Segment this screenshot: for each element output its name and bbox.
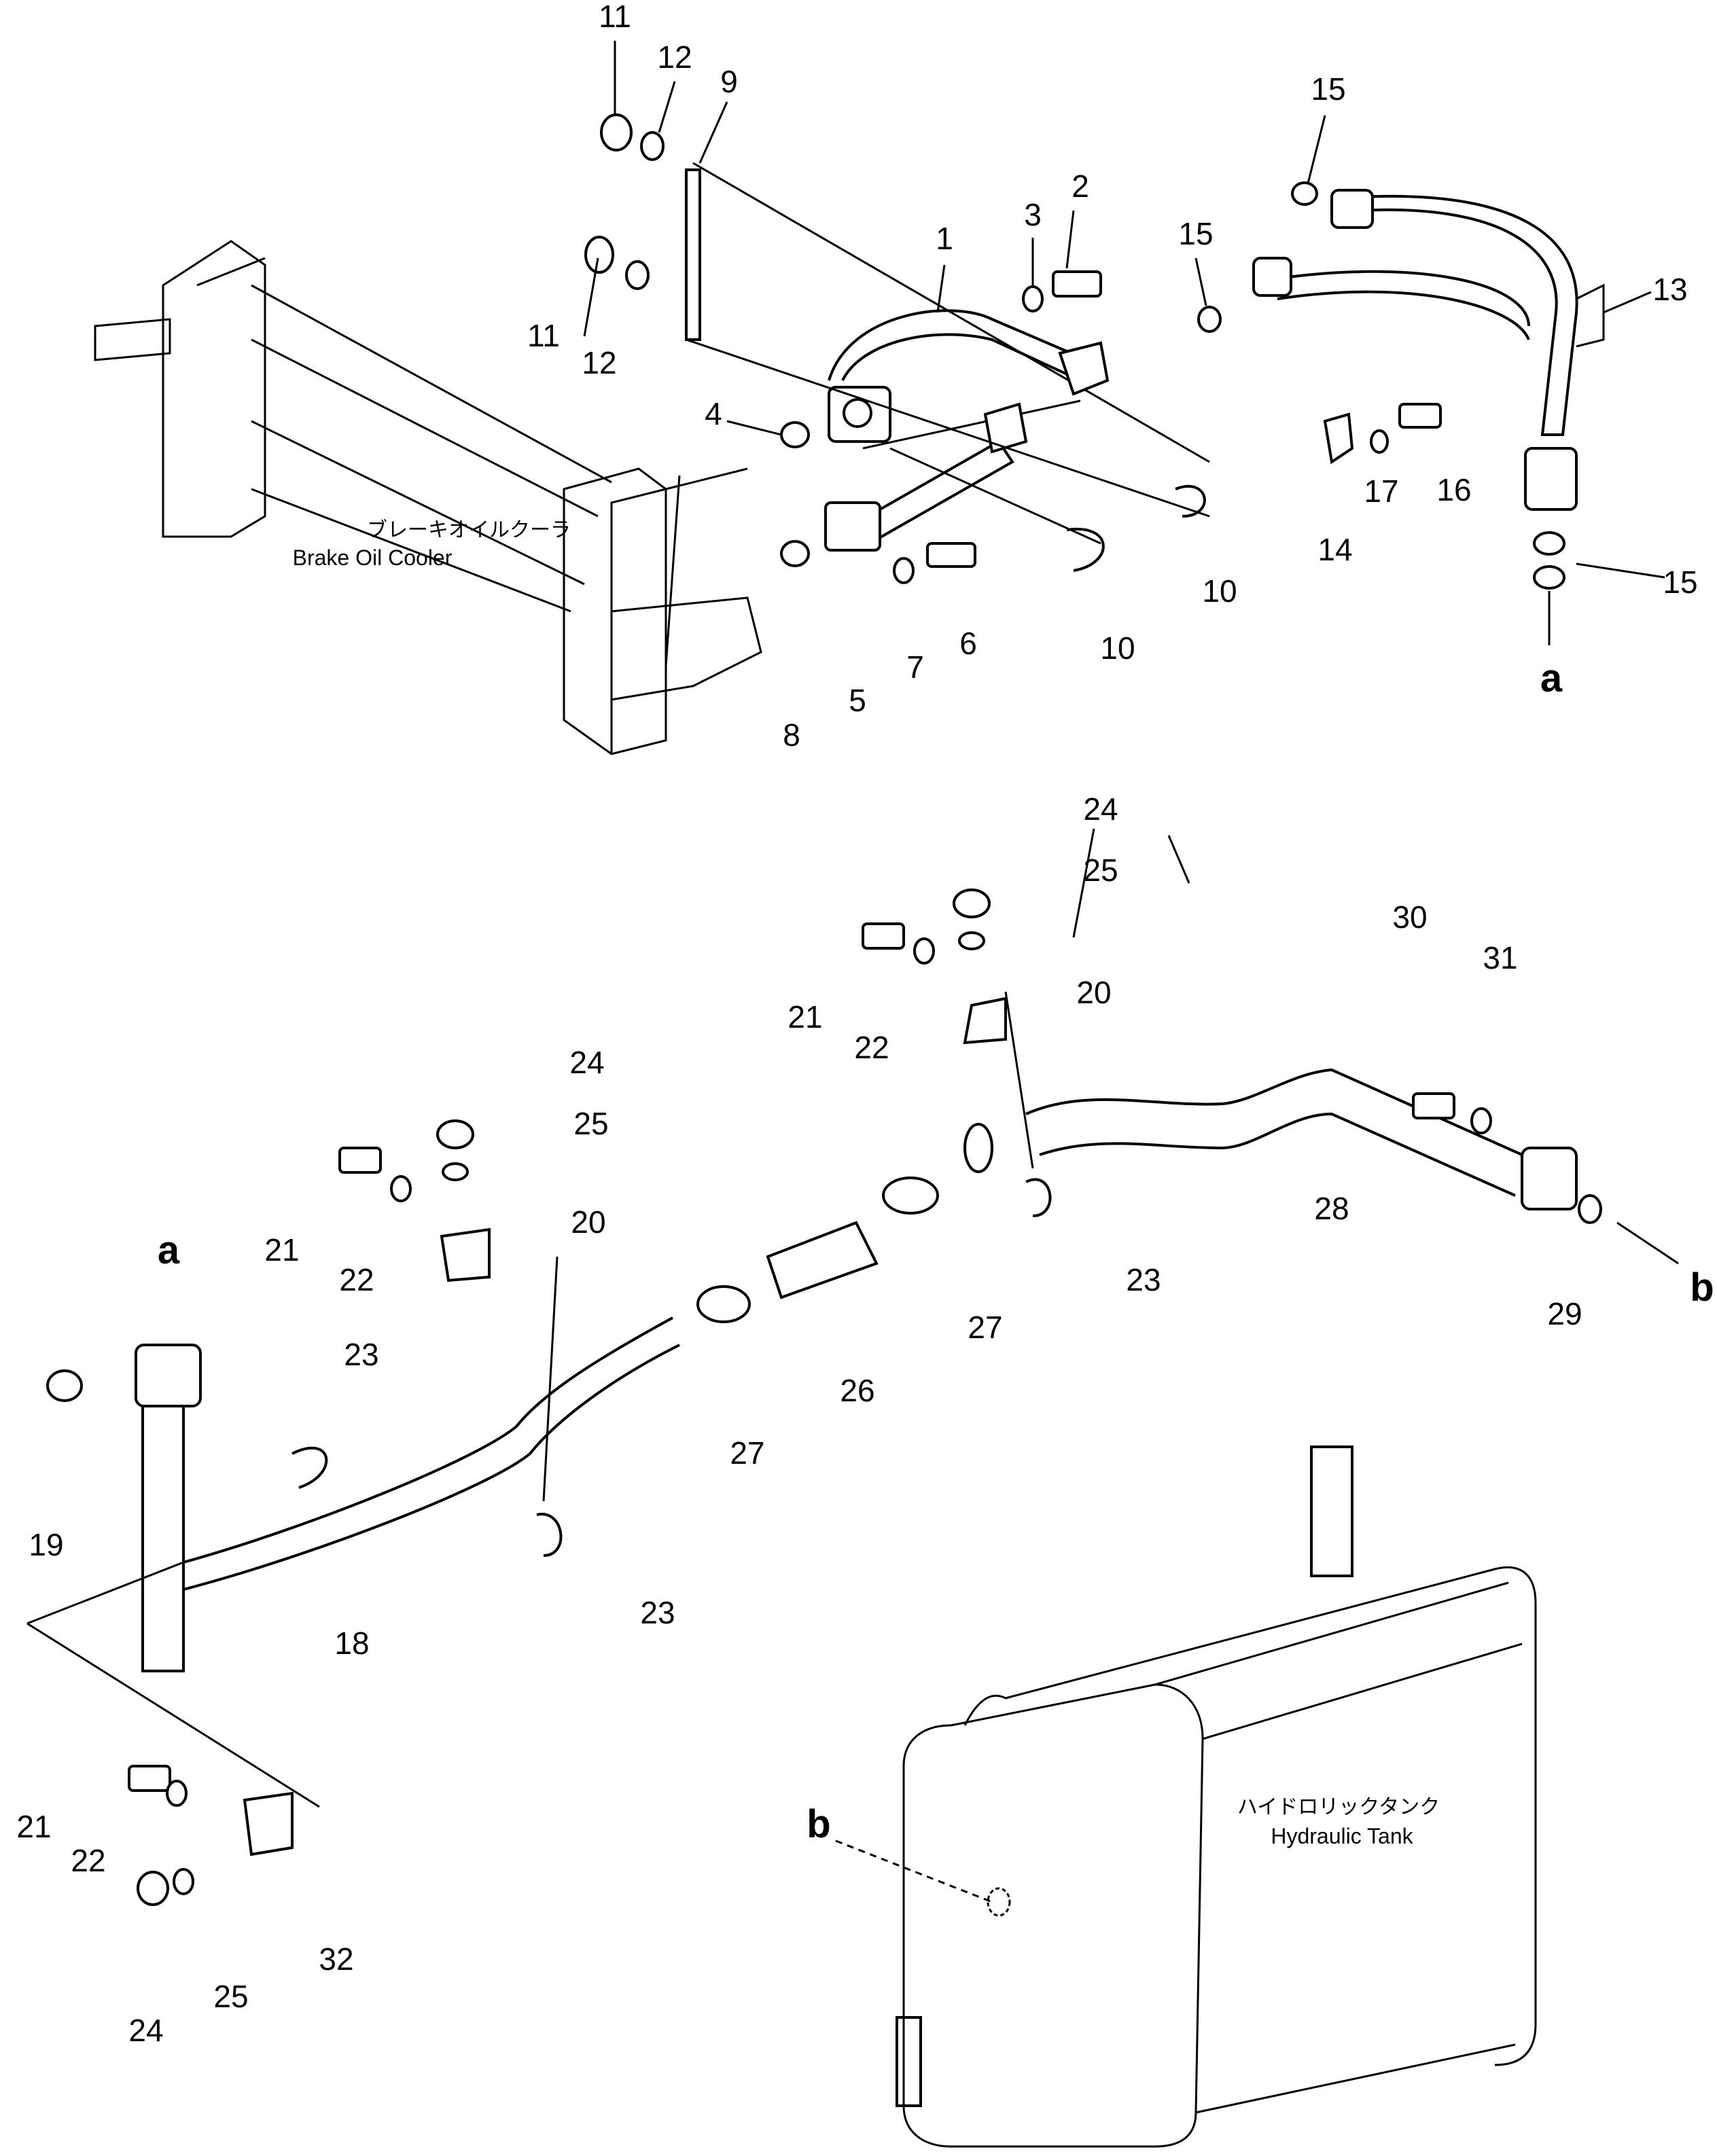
- callout: 21: [264, 1232, 299, 1268]
- callout: 27: [730, 1435, 764, 1471]
- brake-oil-cooler-label-en: Brake Oil Cooler: [293, 545, 453, 570]
- callout: 11: [599, 0, 631, 34]
- callout: 14: [1317, 532, 1352, 567]
- callout: 28: [1314, 1191, 1349, 1226]
- callout: 9: [720, 64, 738, 99]
- callout: 11: [527, 318, 560, 353]
- connector-a-top: a: [1540, 656, 1563, 700]
- callout: 16: [1436, 472, 1471, 507]
- callout: 17: [1364, 473, 1398, 509]
- callout: 2: [1072, 168, 1089, 204]
- callout: 20: [1076, 975, 1111, 1010]
- callout: 10: [1100, 630, 1135, 666]
- callout-numbers: 11 12 9 11 12 1 3 2 15 15 13 4 5 8 7 6 1…: [16, 0, 1697, 2048]
- callout: 32: [319, 1941, 353, 1977]
- callout: 22: [854, 1030, 889, 1065]
- callout: 22: [71, 1843, 105, 1878]
- middle-pipe-assembly: [696, 888, 1602, 1323]
- callout: 4: [705, 396, 722, 431]
- brake-oil-cooler: [94, 240, 762, 755]
- callout: 20: [571, 1204, 605, 1240]
- callout: 5: [849, 683, 866, 718]
- connector-a-bottom: a: [158, 1228, 180, 1272]
- callout: 31: [1483, 940, 1517, 975]
- callout: 25: [213, 1979, 248, 2014]
- callout: 29: [1547, 1296, 1582, 1331]
- callout: 12: [582, 345, 616, 380]
- callout: 7: [906, 649, 924, 685]
- callout: 8: [783, 717, 800, 753]
- callout: 3: [1024, 197, 1042, 232]
- leader-lines: [583, 41, 1665, 938]
- callout: 23: [640, 1595, 675, 1630]
- brake-oil-cooler-label-jp: ブレーキオイルクーラ: [367, 519, 571, 541]
- left-pipe-assembly: [26, 991, 1034, 1906]
- callout: 24: [569, 1045, 604, 1080]
- connector-b-right: b: [1690, 1265, 1714, 1310]
- callout: 1: [936, 221, 953, 256]
- hydraulic-tank-label-en: Hydraulic Tank: [1271, 1824, 1413, 1848]
- callout: 19: [29, 1527, 63, 1562]
- hydraulic-tank: [835, 1445, 1537, 2148]
- callout: 27: [968, 1310, 1002, 1345]
- callout: 24: [1083, 791, 1118, 827]
- callout: 25: [573, 1106, 608, 1141]
- callout: 10: [1202, 573, 1237, 609]
- callout: 15: [1311, 71, 1345, 107]
- callout: 21: [16, 1809, 51, 1844]
- callout: 15: [1178, 216, 1213, 251]
- callout: 23: [344, 1337, 378, 1372]
- callout: 23: [1126, 1262, 1161, 1297]
- callout: 21: [787, 999, 822, 1035]
- callout: 13: [1652, 272, 1687, 307]
- callout: 22: [339, 1262, 374, 1297]
- callout: 26: [840, 1373, 874, 1408]
- callout: 30: [1392, 899, 1427, 935]
- callout: 15: [1663, 564, 1697, 600]
- hose-assembly-13: [1197, 181, 1605, 645]
- upper-pipe-assembly: [584, 113, 1210, 584]
- connector-b-tank: b: [807, 1802, 830, 1846]
- callout: 6: [959, 626, 977, 661]
- callout: 18: [334, 1625, 369, 1661]
- hydraulic-tank-label-jp: ハイドロリックタンク: [1237, 1796, 1440, 1818]
- callout: 24: [128, 2013, 163, 2048]
- callout: 12: [657, 39, 692, 75]
